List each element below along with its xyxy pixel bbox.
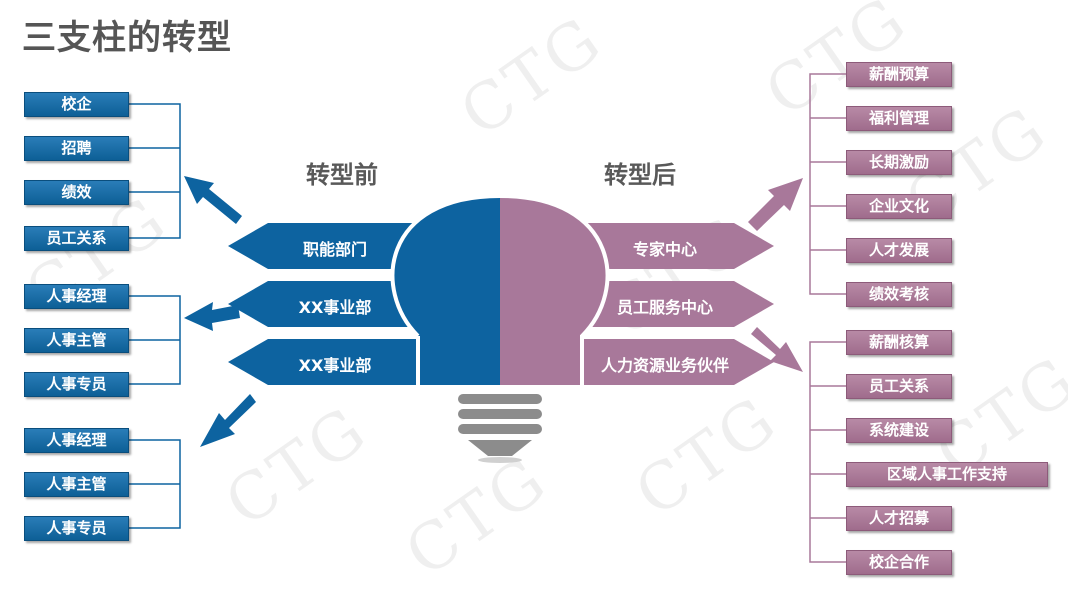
- right-item: 区域人事工作支持: [846, 462, 1048, 487]
- band-label: XX事业部: [298, 298, 372, 317]
- left-item: 人事主管: [24, 472, 129, 497]
- bulb-base-tip: [468, 440, 532, 456]
- arrow-blue: [184, 176, 256, 447]
- left-item: 人事主管: [24, 328, 129, 353]
- right-item: 长期激励: [846, 150, 952, 175]
- bulb-base-stripe: [458, 424, 542, 434]
- header-after: 转型后: [604, 161, 676, 189]
- band-label: XX事业部: [298, 356, 372, 375]
- right-item: 企业文化: [846, 194, 952, 219]
- left-item: 人事专员: [24, 372, 129, 397]
- page-title: 三支柱的转型: [22, 18, 232, 58]
- band-coe: [540, 223, 774, 269]
- left-item: 绩效: [24, 180, 129, 205]
- right-connectors: [809, 73, 846, 563]
- band-label: 专家中心: [632, 240, 697, 259]
- band-hrbp: [556, 339, 774, 385]
- band-label: 职能部门: [302, 240, 367, 259]
- band-label: 人力资源业务伙伴: [600, 356, 729, 375]
- band-functional-dept: [228, 223, 460, 269]
- right-item: 绩效考核: [846, 282, 952, 307]
- header-before: 转型前: [306, 161, 378, 189]
- right-item: 薪酬预算: [846, 62, 952, 87]
- left-item: 校企: [24, 92, 129, 117]
- right-item: 人才发展: [846, 238, 952, 263]
- left-item: 人事专员: [24, 516, 129, 541]
- right-item: 校企合作: [846, 550, 952, 575]
- left-connectors: [128, 103, 181, 529]
- band-business-unit-2: [228, 339, 460, 385]
- left-item: 招聘: [24, 136, 129, 161]
- left-item: 人事经理: [24, 284, 129, 309]
- right-item: 员工关系: [846, 374, 952, 399]
- right-item: 人才招募: [846, 506, 952, 531]
- right-item: 福利管理: [846, 106, 952, 131]
- bulb-base-stripe: [458, 409, 542, 419]
- arrow-mauve: [748, 178, 803, 372]
- left-item: 员工关系: [24, 226, 129, 251]
- band-label: 员工服务中心: [616, 298, 713, 317]
- right-item: 系统建设: [846, 418, 952, 443]
- left-item: 人事经理: [24, 428, 129, 453]
- bulb-base-stripe: [458, 394, 542, 404]
- right-item: 薪酬核算: [846, 330, 952, 355]
